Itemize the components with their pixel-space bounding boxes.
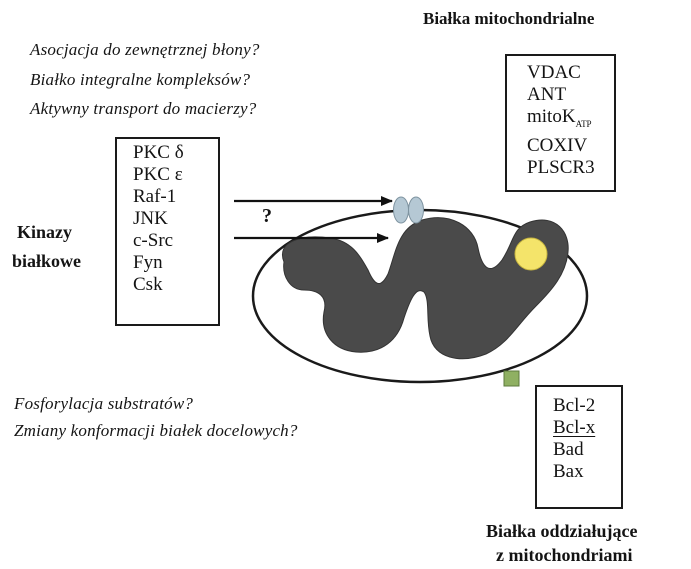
mito-protein-mitok: mitoKATP <box>527 106 614 135</box>
kinase-jnk: JNK <box>133 208 218 230</box>
membrane-channel-left <box>394 197 409 223</box>
mito-proteins-box: VDAC ANT mitoKATP COXIV PLSCR3 <box>505 54 616 192</box>
yellow-particle <box>515 238 547 270</box>
kinases-label-line2: białkowe <box>12 251 81 272</box>
protein-bad: Bad <box>553 439 621 461</box>
question-matrix-transport: Aktywny transport do macierzy? <box>30 99 257 119</box>
kinases-box: PKC δ PKC ε Raf-1 JNK c-Src Fyn Csk <box>115 137 220 326</box>
kinase-fyn: Fyn <box>133 252 218 274</box>
question-phosphorylation: Fosforylacja substratów? <box>14 394 193 414</box>
interacting-label-line2: z mitochondriami <box>496 545 633 566</box>
mito-protein-vdac: VDAC <box>527 62 614 84</box>
protein-bcl-x: Bcl-x <box>553 417 621 439</box>
mito-protein-ant: ANT <box>527 84 614 106</box>
mitok-subscript: ATP <box>576 119 592 129</box>
question-integral-complex: Białko integralne kompleksów? <box>30 70 250 90</box>
mito-protein-coxiv: COXIV <box>527 135 614 157</box>
interacting-label-line1: Białka oddziałujące <box>486 521 638 542</box>
kinase-c-src: c-Src <box>133 230 218 252</box>
protein-bax: Bax <box>553 461 621 483</box>
kinase-pkc-delta: PKC δ <box>133 142 218 164</box>
arrow-question-mark: ? <box>262 205 272 228</box>
interacting-proteins-box: Bcl-2 Bcl-x Bad Bax <box>535 385 623 509</box>
question-conformation: Zmiany konformacji białek docelowych? <box>14 421 298 441</box>
mito-proteins-title: Białka mitochondrialne <box>423 9 594 29</box>
protein-bcl-2: Bcl-2 <box>553 395 621 417</box>
green-membrane-protein <box>504 371 519 386</box>
kinase-csk: Csk <box>133 274 218 296</box>
kinase-raf1: Raf-1 <box>133 186 218 208</box>
mito-protein-plscr3: PLSCR3 <box>527 157 614 179</box>
kinases-label-line1: Kinazy <box>17 222 72 243</box>
question-outer-membrane: Asocjacja do zewnętrznej błony? <box>30 40 260 60</box>
membrane-channel-right <box>409 197 424 223</box>
kinase-pkc-epsilon: PKC ε <box>133 164 218 186</box>
